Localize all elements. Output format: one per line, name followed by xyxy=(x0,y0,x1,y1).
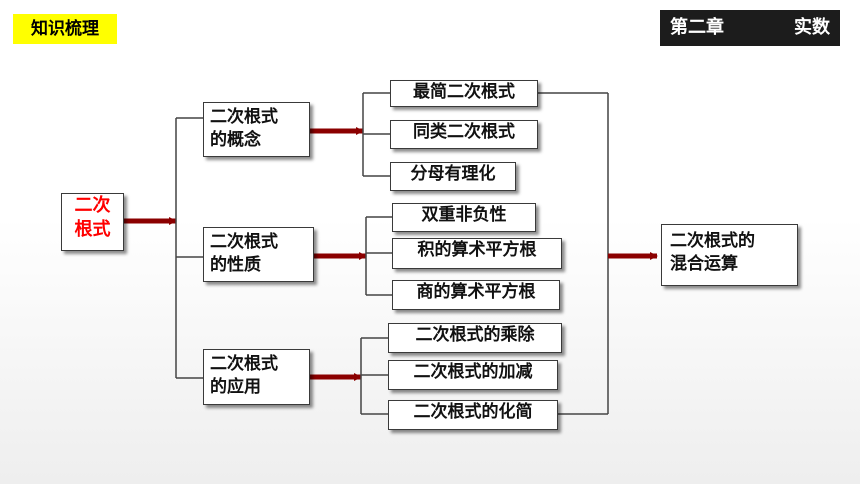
root-line-2: 根式 xyxy=(74,219,111,240)
chapter-title: 实数 xyxy=(794,17,830,38)
branch-title-line-2: 的概念 xyxy=(210,130,261,150)
branch-title-line-2: 的性质 xyxy=(210,255,261,275)
leaf-node: 最简二次根式 xyxy=(390,80,538,107)
result-line-2: 混合运算 xyxy=(670,254,738,274)
leaf-node: 二次根式的化简 xyxy=(388,400,558,430)
chapter-number: 第二章 xyxy=(670,17,724,38)
branch-title-line-1: 二次根式 xyxy=(210,232,278,252)
branch-title-line-1: 二次根式 xyxy=(210,107,278,127)
chapter-banner: 第二章 实数 xyxy=(660,10,840,46)
leaf-node: 商的算术平方根 xyxy=(392,280,560,310)
branch-property-node: 二次根式 的性质 xyxy=(203,227,314,282)
leaf-node: 双重非负性 xyxy=(392,203,536,232)
branch-title-line-2: 的应用 xyxy=(210,377,261,397)
branch-application-node: 二次根式 的应用 xyxy=(203,349,310,405)
leaf-node: 同类二次根式 xyxy=(390,120,538,149)
root-line-1: 二次 xyxy=(74,195,111,216)
branch-title-line-1: 二次根式 xyxy=(210,354,278,374)
section-tag: 知识梳理 xyxy=(13,14,117,44)
result-node: 二次根式的 混合运算 xyxy=(661,224,798,286)
leaf-node: 二次根式的乘除 xyxy=(388,323,562,353)
leaf-node: 分母有理化 xyxy=(390,162,516,191)
root-node: 二次 根式 xyxy=(61,193,124,251)
result-line-1: 二次根式的 xyxy=(670,231,755,251)
branch-concept-node: 二次根式 的概念 xyxy=(203,102,310,157)
leaf-node: 积的算术平方根 xyxy=(392,238,562,269)
leaf-node: 二次根式的加减 xyxy=(388,360,558,390)
